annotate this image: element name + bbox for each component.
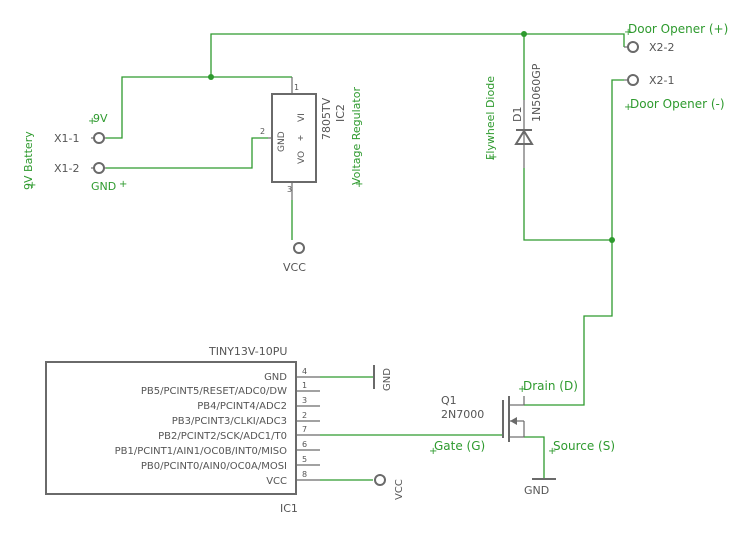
svg-text:+: + [624,27,632,38]
mcu-pin-number: 8 [302,470,307,479]
regulator-pin3-number: 3 [287,185,292,194]
mosfet-transistor: Q1 2N7000 Drain (D) Gate (G) Source (S) … [429,379,615,497]
regulator-type: 7805TV [320,97,333,140]
svg-text:+: + [28,180,36,191]
regulator-name: IC2 [334,104,347,122]
mosfet-arrow [510,417,517,425]
wires [106,31,625,481]
mosfet-drain-label: Drain (D) [523,379,578,393]
x2-2-terminal [627,41,639,53]
mosfet-gate-label: Gate (G) [434,439,485,453]
diode-label: Flywheel Diode [484,76,497,160]
diode-triangle [514,129,534,145]
regulator-label: Voltage Regulator [350,87,363,185]
mcu-vcc-label: VCC [394,479,405,500]
junction-dot [521,31,527,37]
x1-2-label: X1-2 [54,162,80,175]
svg-text:+: + [88,116,96,127]
door-minus-label: Door Opener (-) [630,97,725,111]
wire-9v-rail [106,76,292,139]
svg-text:+: + [548,446,556,457]
mcu-pin-name: PB4/PCINT4/ADC2 [197,401,287,412]
wire-top-rail [210,33,625,77]
mcu-pin-name: GND [264,372,287,383]
svg-text:+: + [518,384,526,395]
mcu-pin-number: 3 [302,396,307,405]
diode-part: 1N5060GP [530,63,543,122]
x1-2-terminal [93,162,105,174]
mcu-pin-name: PB3/PCINT3/CLKI/ADC3 [172,416,287,427]
x1-1-label: X1-1 [54,132,80,145]
mcu-pin-number: 2 [302,411,307,420]
svg-text:+: + [624,102,632,113]
mcu-pin-number: 7 [302,425,307,434]
svg-text:+: + [489,152,497,163]
microcontroller: TINY13V-10PU IC1 GND PB5/PCINT5/RESET/AD… [45,345,405,515]
mcu-body [45,361,297,495]
mcu-pin-name: PB1/PCINT1/AIN1/OC0B/INT0/MISO [115,446,288,457]
flywheel-diode: D1 1N5060GP Flywheel Diode + [484,63,543,168]
mcu-vcc-terminal [374,474,386,486]
mosfet-source-label: Source (S) [553,439,615,453]
mcu-pin-name: PB0/PCINT0/AIN0/OC0A/MOSI [141,461,287,472]
wire-door-minus [524,79,624,406]
svg-text:+: + [119,179,127,190]
x1-1-terminal [93,132,105,144]
mcu-pin-name: PB5/PCINT5/RESET/ADC0/DW [141,386,287,397]
mcu-name: IC1 [280,502,298,515]
net-gnd-label: GND [91,180,116,193]
mosfet-part: 2N7000 [441,408,484,421]
junction-dot [609,237,615,243]
regulator-pin-vi: VI [297,113,307,122]
wire-diode-anode [523,168,612,241]
mcu-pin-numbers: 4 1 3 2 7 6 5 8 [302,367,307,479]
voltage-regulator: 1 2 3 VI GND VO 7805TV IC2 Voltage Regul… [260,77,363,274]
mcu-pin-names: GND PB5/PCINT5/RESET/ADC0/DW PB4/PCINT4/… [115,372,288,487]
mcu-pin-number: 5 [302,455,307,464]
regulator-vcc-terminal [293,242,305,254]
door-opener-connector: X2-2 X2-1 Door Opener (+) Door Opener (-… [624,22,728,113]
mcu-pin-number: 1 [302,381,307,390]
regulator-pin-gnd: GND [277,131,287,152]
door-plus-label: Door Opener (+) [628,22,728,36]
x2-1-label: X2-1 [649,74,675,87]
regulator-pin1-number: 1 [294,83,299,92]
regulator-pin2-number: 2 [260,127,265,136]
battery-label: 9V Battery [22,131,35,190]
svg-text:+: + [429,446,437,457]
mcu-part: TINY13V-10PU [208,345,287,358]
mcu-pin-number: 4 [302,367,307,376]
battery-connector: X1-1 X1-2 9V GND 9V Battery + + + [22,112,127,193]
regulator-vcc-label: VCC [283,261,306,274]
mcu-pin-leads [296,376,320,481]
wire-gnd-to-regulator [106,137,268,169]
junction-dot [208,74,214,80]
mosfet-name: Q1 [441,394,457,407]
mcu-pin-number: 6 [302,440,307,449]
regulator-pin-vo: VO [297,151,307,164]
x2-1-terminal [627,74,639,86]
mcu-pin-name: PB2/PCINT2/SCK/ADC1/T0 [158,431,287,442]
mosfet-gnd-label: GND [524,484,549,497]
net-9v-label: 9V [93,112,108,125]
svg-text:+: + [355,179,363,190]
mcu-gnd-label: GND [382,368,393,391]
mcu-pin-name: VCC [266,476,287,487]
diode-name: D1 [511,107,524,122]
wire-source [524,436,545,478]
x2-2-label: X2-2 [649,41,675,54]
